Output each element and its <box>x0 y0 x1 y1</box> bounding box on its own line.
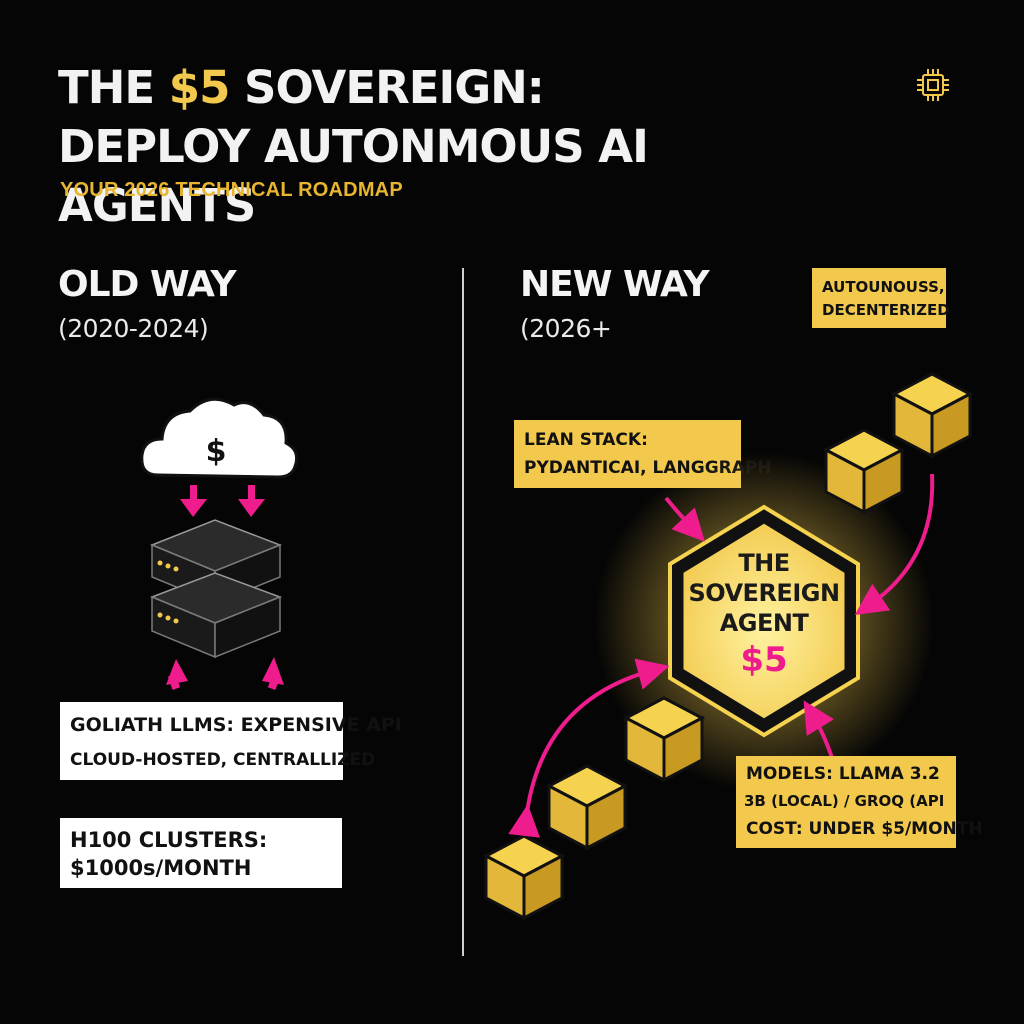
page-subtitle: YOUR 2026 TECHNICAL ROADMAP <box>60 179 403 201</box>
old-way-illustration: $ <box>140 397 299 690</box>
models-line3: COST: UNDER $5/MONTH <box>746 819 983 839</box>
down-arrows <box>180 485 265 517</box>
agent-label-line1: THE <box>738 549 790 577</box>
agent-label-line3: AGENT <box>719 609 809 637</box>
page-title: THE $5 SOVEREIGN: DEPLOY AUTONMOUS AI AG… <box>58 58 678 235</box>
old-way-llm-box: GOLIATH LLMS: EXPENSIVE API CLOUD-HOSTED… <box>60 702 402 780</box>
agent-price: $5 <box>740 640 788 680</box>
arrow-cubes-to-agent <box>508 658 670 838</box>
old-way-heading: OLD WAY <box>58 264 237 305</box>
agent-label: THE SOVEREIGN AGENT $5 <box>684 548 844 682</box>
models-box: MODELS: LLAMA 3.2 3B (LOCAL) / GROQ (API… <box>736 756 983 848</box>
new-way-illustration <box>484 372 972 920</box>
title-prefix: THE <box>58 61 169 114</box>
cloud-dollar-symbol: $ <box>206 434 227 469</box>
cube-icon <box>547 764 627 850</box>
old-way-years: (2020-2024) <box>58 314 209 343</box>
cube-icon <box>892 372 972 458</box>
arrow-stack-to-agent <box>664 496 705 542</box>
models-line2: 3B (LOCAL) / GROQ (API <box>744 792 945 810</box>
old-way-cost-box: H100 CLUSTERS: $1000s/MONTH <box>60 818 342 888</box>
new-way-tag-line2: DECENTERIZED <box>822 301 950 319</box>
server-stack-icon <box>149 519 283 659</box>
agent-label-line2: SOVEREIGN <box>688 579 840 607</box>
chip-icon <box>917 69 949 101</box>
section-divider <box>462 268 464 956</box>
new-way-tag-line1: AUTOUNOUSS, <box>822 278 945 296</box>
new-way-tag-box: AUTOUNOUSS, DECENTERIZED <box>812 268 950 328</box>
up-arrows <box>166 657 284 690</box>
cloud-icon <box>140 397 299 479</box>
agent-hexagon-inner <box>680 520 848 722</box>
arrow-cube-to-agent <box>854 473 935 615</box>
new-way-years: (2026+ <box>520 314 612 343</box>
lean-stack-line1: LEAN STACK: <box>524 430 648 450</box>
title-suffix: SOVEREIGN: DEPLOY AUTONMOUS AI AGENTS <box>58 61 649 232</box>
old-way-llm-line1: GOLIATH LLMS: EXPENSIVE API <box>70 714 402 736</box>
models-line1: MODELS: LLAMA 3.2 <box>746 764 940 784</box>
old-way-llm-line2: CLOUD-HOSTED, CENTRALLIZED <box>70 750 376 770</box>
old-way-cost-line2: $1000s/MONTH <box>70 856 252 880</box>
old-way-cost-line1: H100 CLUSTERS: <box>70 828 268 852</box>
new-way-heading: NEW WAY <box>520 264 710 305</box>
cube-icon <box>484 834 564 920</box>
title-highlight-price: $5 <box>168 61 231 114</box>
